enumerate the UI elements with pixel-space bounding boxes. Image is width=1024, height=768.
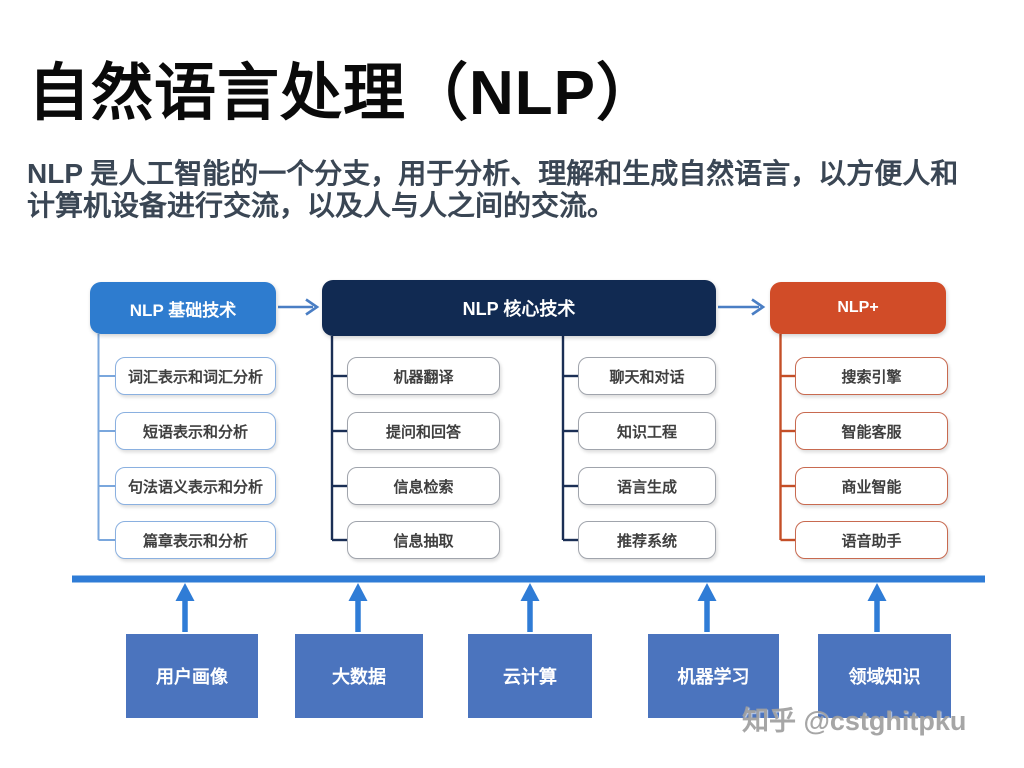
node-syntax-semantics: 句法语义表示和分析 (115, 467, 276, 505)
zhihu-watermark: 知乎 @cstghitpku (742, 706, 967, 736)
up-arrow-1 (175, 583, 195, 632)
foundation-user-profile: 用户画像 (126, 634, 258, 718)
node-recommender-system: 推荐系统 (578, 521, 716, 559)
arrow-basic-to-core (278, 298, 320, 316)
tree-core-a (330, 336, 347, 542)
node-discourse-representation: 篇章表示和分析 (115, 521, 276, 559)
node-information-extraction: 信息抽取 (347, 521, 500, 559)
node-lexical-representation: 词汇表示和词汇分析 (115, 357, 276, 395)
up-arrow-5 (867, 583, 887, 632)
node-machine-translation: 机器翻译 (347, 357, 500, 395)
node-business-intelligence: 商业智能 (795, 467, 948, 505)
foundation-big-data: 大数据 (295, 634, 423, 718)
tree-plus (779, 334, 795, 542)
header-nlp-plus: NLP+ (770, 282, 946, 334)
tree-basic (97, 334, 115, 541)
node-chat-dialogue: 聊天和对话 (578, 357, 716, 395)
header-nlp-core-tech: NLP 核心技术 (322, 280, 716, 336)
tree-core-b (561, 336, 578, 542)
arrow-core-to-plus (718, 298, 766, 316)
up-arrow-2 (348, 583, 368, 632)
node-phrase-representation: 短语表示和分析 (115, 412, 276, 450)
foundation-machine-learning: 机器学习 (648, 634, 779, 718)
subtitle-line-2: 计算机设备进行交流，以及人与人之间的交流。 (27, 190, 616, 222)
foundation-cloud-computing: 云计算 (468, 634, 592, 718)
up-arrow-4 (697, 583, 717, 632)
node-information-retrieval: 信息检索 (347, 467, 500, 505)
node-question-answering: 提问和回答 (347, 412, 500, 450)
node-search-engine: 搜索引擎 (795, 357, 948, 395)
node-voice-assistant: 语音助手 (795, 521, 948, 559)
page-title: 自然语言处理（NLP） (28, 59, 660, 128)
up-arrow-3 (520, 583, 540, 632)
page-subtitle: NLP 是人工智能的一个分支，用于分析、理解和生成自然语言，以方便人和 计算机设… (27, 158, 1005, 223)
node-language-generation: 语言生成 (578, 467, 716, 505)
foundation-domain-knowledge: 领域知识 (818, 634, 951, 718)
node-smart-customer-service: 智能客服 (795, 412, 948, 450)
subtitle-line-1: NLP 是人工智能的一个分支，用于分析、理解和生成自然语言，以方便人和 (27, 158, 959, 189)
header-nlp-basic-tech: NLP 基础技术 (90, 282, 276, 334)
node-knowledge-engineering: 知识工程 (578, 412, 716, 450)
